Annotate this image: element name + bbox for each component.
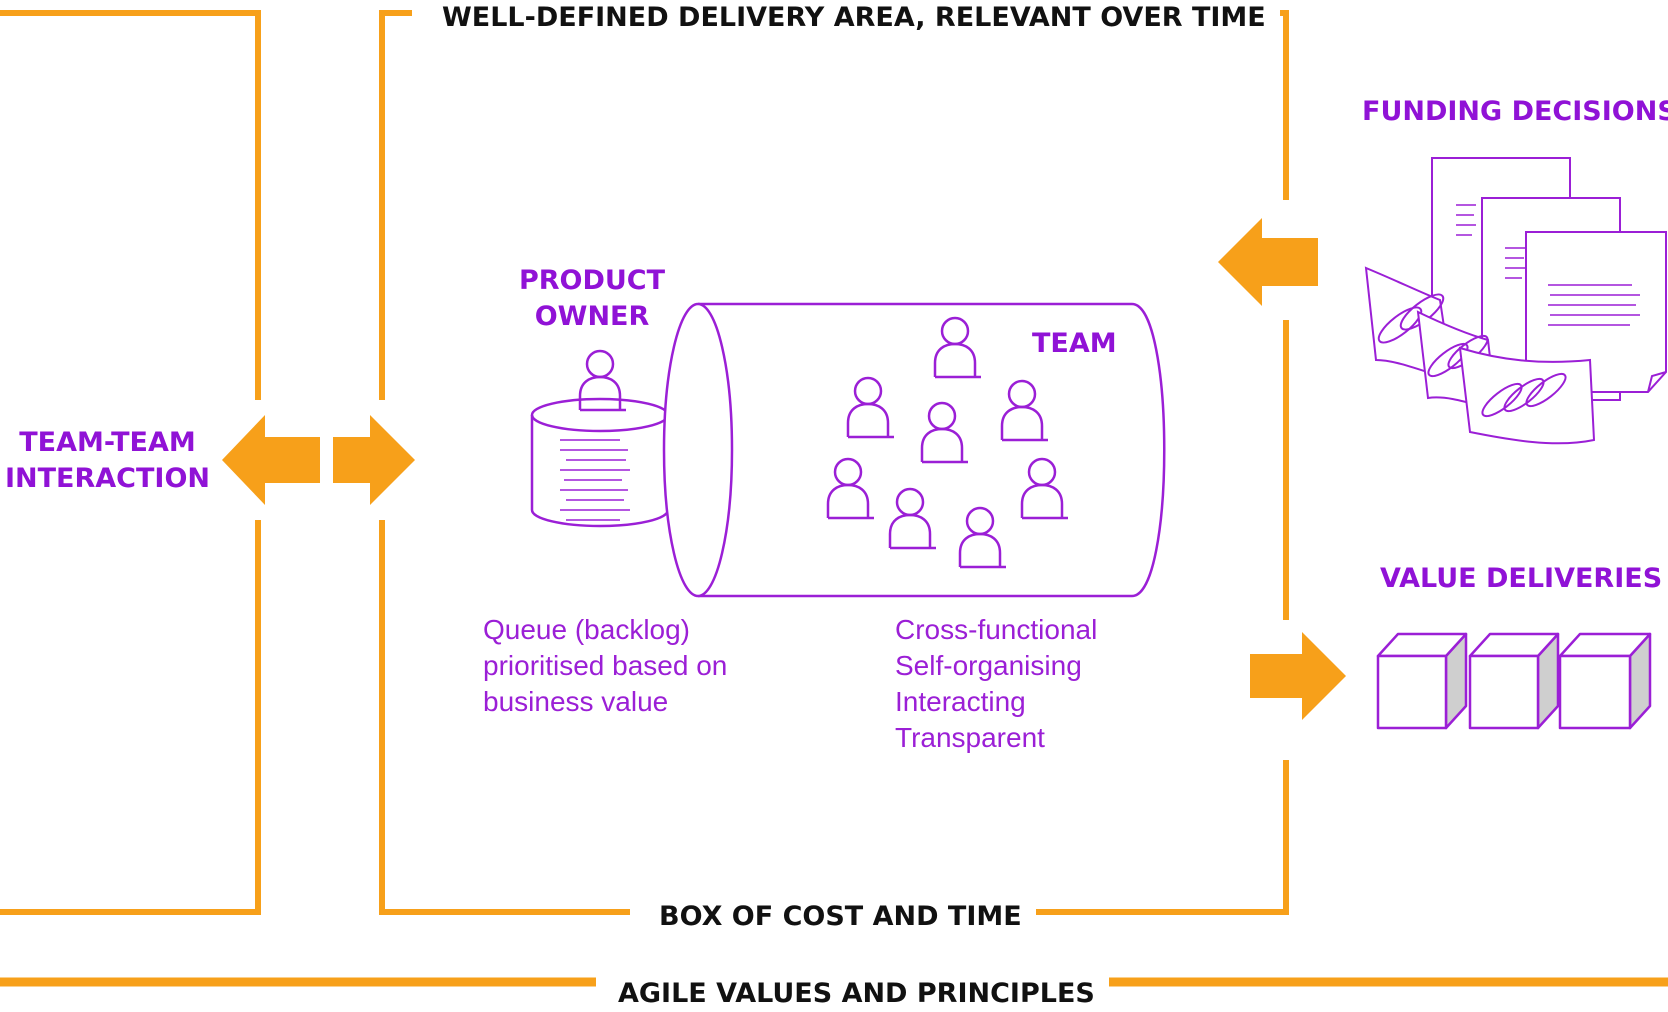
team-pipe-icon [662,302,1166,598]
backlog-description-line: prioritised based on [483,650,728,681]
left-neighbour-frame [0,10,261,915]
value-box-icon [1558,632,1652,730]
team-member-icon [958,506,1008,569]
team-member-icon [888,487,938,550]
team-member-icon [846,376,896,439]
value-deliveries-label: VALUE DELIVERIES [1380,563,1663,594]
product-owner-label: PRODUCT OWNER [510,263,674,335]
team-member-icon [826,457,876,520]
team-trait: Transparent [895,722,1045,753]
interaction-label-line1: TEAM-TEAM [19,427,196,458]
footer-label: AGILE VALUES AND PRINCIPLES [604,976,1109,1012]
top-frame-label: WELL-DEFINED DELIVERY AREA, RELEVANT OVE… [428,0,1280,36]
team-member-icon [1020,457,1070,520]
team-trait: Cross-functional [895,614,1098,645]
product-owner-line2: OWNER [534,301,650,332]
backlog-description-line: Queue (backlog) [483,614,691,645]
box-of-cost-and-time-frame [379,10,1289,915]
team-member-icon [933,316,983,379]
funding-documents-icon [1364,157,1667,445]
right-arrow-icon [333,415,415,505]
bottom-frame-label: BOX OF COST AND TIME [645,899,1036,935]
team-member-icon [1000,379,1050,442]
funding-arrow-icon [1218,218,1318,306]
value-box-icon [1376,632,1468,730]
interaction-label-line2: INTERACTION [4,463,211,494]
team-team-interaction-label: TEAM-TEAM INTERACTION [0,425,215,497]
product-owner-line1: PRODUCT [518,265,666,296]
backlog-description-line: business value [483,686,669,717]
team-trait: Self-organising [895,650,1082,681]
team-trait: Interacting [895,686,1026,717]
team-label: TEAM [1032,328,1117,359]
team-traits: Cross-functional Self-organising Interac… [895,612,1097,756]
backlog-drum-icon [530,397,670,528]
value-arrow-icon [1250,632,1346,720]
funding-decisions-label: FUNDING DECISIONS [1362,96,1668,127]
value-box-icon [1468,632,1560,730]
backlog-description: Queue (backlog) prioritised based on bus… [483,612,727,720]
left-arrow-icon [222,415,320,505]
team-member-icon [920,401,970,464]
